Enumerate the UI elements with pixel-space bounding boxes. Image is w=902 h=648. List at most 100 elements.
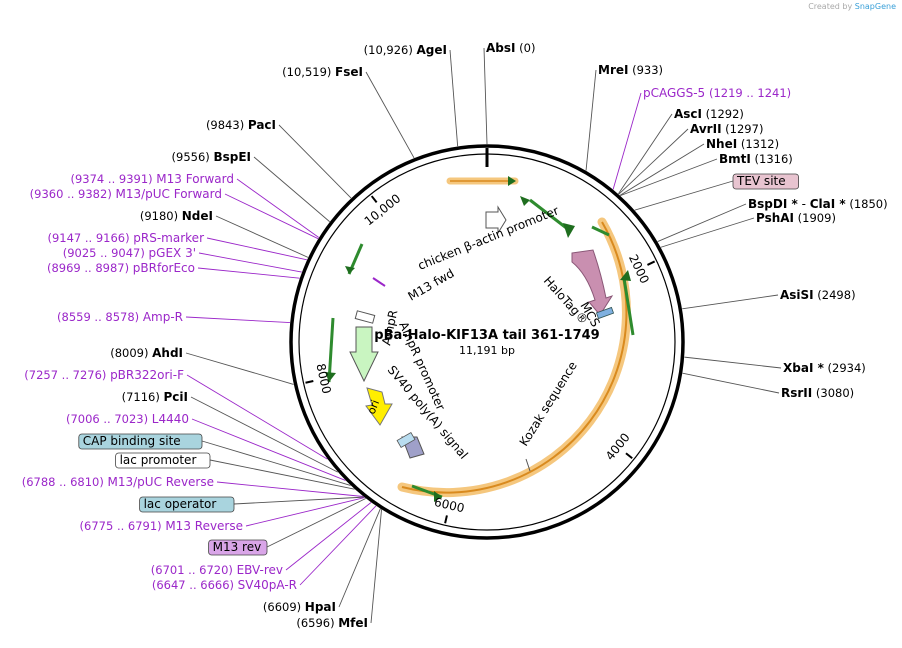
left-feature-20: M13 rev bbox=[213, 540, 262, 554]
left-feature-16-box bbox=[115, 452, 211, 469]
right-leader-11 bbox=[684, 356, 782, 369]
left-site-23: (6609) HpaI bbox=[263, 600, 336, 614]
green-arrowheads bbox=[325, 176, 631, 502]
left-feature-20-box bbox=[208, 539, 268, 556]
tick-label-1: 4000 bbox=[603, 430, 633, 463]
tick-mark-2 bbox=[444, 515, 448, 524]
left-leader-23 bbox=[338, 508, 381, 608]
left-site-12: (7257 .. 7276) pBR322ori-F bbox=[24, 368, 184, 382]
snapgene-logo: SnapGene bbox=[854, 2, 896, 11]
right-site-2: pCAGGS-5 (1219 .. 1241) bbox=[643, 86, 791, 100]
right-site-1: MreI (933) bbox=[598, 63, 663, 77]
right-leader-9 bbox=[660, 217, 755, 248]
left-site-21: (6701 .. 6720) EBV-rev bbox=[151, 563, 283, 577]
label-layer: AbsI (0) MreI (933) pCAGGS-5 (1219 .. 1241… bbox=[22, 41, 888, 630]
left-leader-15 bbox=[201, 440, 351, 486]
left-leader-17 bbox=[216, 481, 364, 497]
left-leader-2 bbox=[278, 124, 352, 199]
right-site-12: RsrII (3080) bbox=[781, 386, 854, 400]
left-feature-18-box bbox=[139, 496, 235, 513]
left-feature-18: lac operator bbox=[144, 497, 217, 511]
tick-mark-4 bbox=[370, 195, 378, 203]
left-leader-5 bbox=[224, 193, 319, 240]
label-kozak: Kozak sequence bbox=[517, 359, 580, 449]
left-site-19: (6775 .. 6791) M13 Reverse bbox=[80, 519, 243, 533]
arrow-top-right bbox=[529, 198, 570, 232]
right-site-6: BmtI (1316) bbox=[719, 152, 793, 166]
right-leader-5 bbox=[619, 143, 705, 196]
left-feature-15-box bbox=[78, 433, 203, 450]
left-site-0: (10,926) AgeI bbox=[364, 43, 447, 57]
right-leader-7 bbox=[634, 180, 734, 211]
ampr-feature bbox=[349, 326, 379, 383]
right-leader-1 bbox=[585, 69, 597, 171]
tick-label-3: 8000 bbox=[313, 362, 333, 395]
right-leader-0 bbox=[483, 47, 488, 145]
tick-label-2: 6000 bbox=[433, 495, 466, 516]
arrow-right bbox=[622, 277, 635, 336]
left-site-14: (7006 .. 7023) L4440 bbox=[66, 412, 189, 426]
left-site-8: (9025 .. 9047) pGEX 3' bbox=[63, 246, 196, 260]
arrowhead-3 bbox=[620, 270, 631, 281]
left-site-5: (9360 .. 9382) M13/pUC Forward bbox=[30, 187, 222, 201]
right-leader-12 bbox=[682, 372, 780, 394]
right-site-3: AscI (1292) bbox=[674, 107, 744, 121]
left-leader-8 bbox=[198, 252, 302, 273]
plasmid-size: 11,191 bp bbox=[459, 344, 515, 357]
right-site-10: AsiSI (2498) bbox=[780, 288, 856, 302]
tick-mark-0 bbox=[647, 260, 656, 266]
right-feature-7-box bbox=[732, 173, 799, 190]
arrowhead-7 bbox=[508, 176, 516, 186]
right-leader-6 bbox=[620, 158, 718, 197]
m13fwd-mark bbox=[372, 277, 386, 287]
left-leader-13 bbox=[190, 396, 338, 473]
chicken-actin-arrow bbox=[485, 205, 507, 235]
left-site-24: (6596) MfeI bbox=[296, 616, 368, 630]
ampr-promoter-feature bbox=[354, 310, 376, 324]
left-site-2: (9843) PacI bbox=[206, 118, 276, 132]
left-leader-7 bbox=[206, 237, 307, 261]
left-site-7: (9147 .. 9166) pRS-marker bbox=[47, 231, 204, 245]
arrow-left bbox=[327, 317, 335, 383]
arrowhead-5 bbox=[325, 372, 336, 382]
left-leader-20 bbox=[266, 498, 366, 548]
label-ori: ori bbox=[365, 398, 382, 416]
left-leader-9 bbox=[197, 267, 300, 279]
lac-feature-block bbox=[396, 431, 416, 449]
left-site-9: (8969 .. 8987) pBRforEco bbox=[47, 261, 195, 275]
left-leader-6 bbox=[215, 215, 309, 258]
right-leader-2 bbox=[612, 92, 642, 190]
left-leader-1 bbox=[365, 71, 415, 159]
tick-mark-3 bbox=[305, 380, 314, 384]
watermark: Created by SnapGene bbox=[808, 2, 896, 11]
left-leader-0 bbox=[449, 49, 459, 147]
left-leader-4 bbox=[236, 178, 320, 238]
right-site-0: AbsI (0) bbox=[486, 41, 535, 55]
left-leader-14 bbox=[191, 418, 346, 481]
right-feature-7: TEV site bbox=[736, 174, 786, 188]
plasmid-name: pBa-Halo-KIF13A tail 361-1749 bbox=[374, 328, 599, 343]
leader-layer bbox=[185, 47, 782, 624]
left-leader-19 bbox=[245, 497, 365, 527]
right-site-5: NheI (1312) bbox=[706, 137, 779, 151]
arrowhead-4 bbox=[345, 266, 355, 274]
ori-feature bbox=[365, 387, 393, 426]
tick-mark-1 bbox=[625, 452, 633, 460]
right-site-8: BspDI * - ClaI * (1850) bbox=[748, 197, 888, 211]
left-site-13: (7116) PciI bbox=[122, 390, 188, 404]
left-leader-18 bbox=[233, 496, 364, 505]
left-site-22: (6647 .. 6666) SV40pA-R bbox=[152, 578, 297, 592]
left-site-3: (9556) BspEI bbox=[172, 150, 251, 164]
left-site-1: (10,519) FseI bbox=[282, 65, 363, 79]
left-site-11: (8009) AhdI bbox=[110, 346, 183, 360]
left-leader-3 bbox=[253, 156, 331, 223]
right-site-11: XbaI * (2934) bbox=[783, 361, 866, 375]
left-leader-16 bbox=[209, 459, 355, 490]
arrow-right-upper bbox=[591, 225, 610, 237]
left-site-10: (8559 .. 8578) Amp-R bbox=[57, 310, 183, 324]
left-leader-24 bbox=[370, 509, 382, 624]
arrowhead-1 bbox=[563, 223, 575, 238]
left-leader-22 bbox=[299, 505, 377, 586]
